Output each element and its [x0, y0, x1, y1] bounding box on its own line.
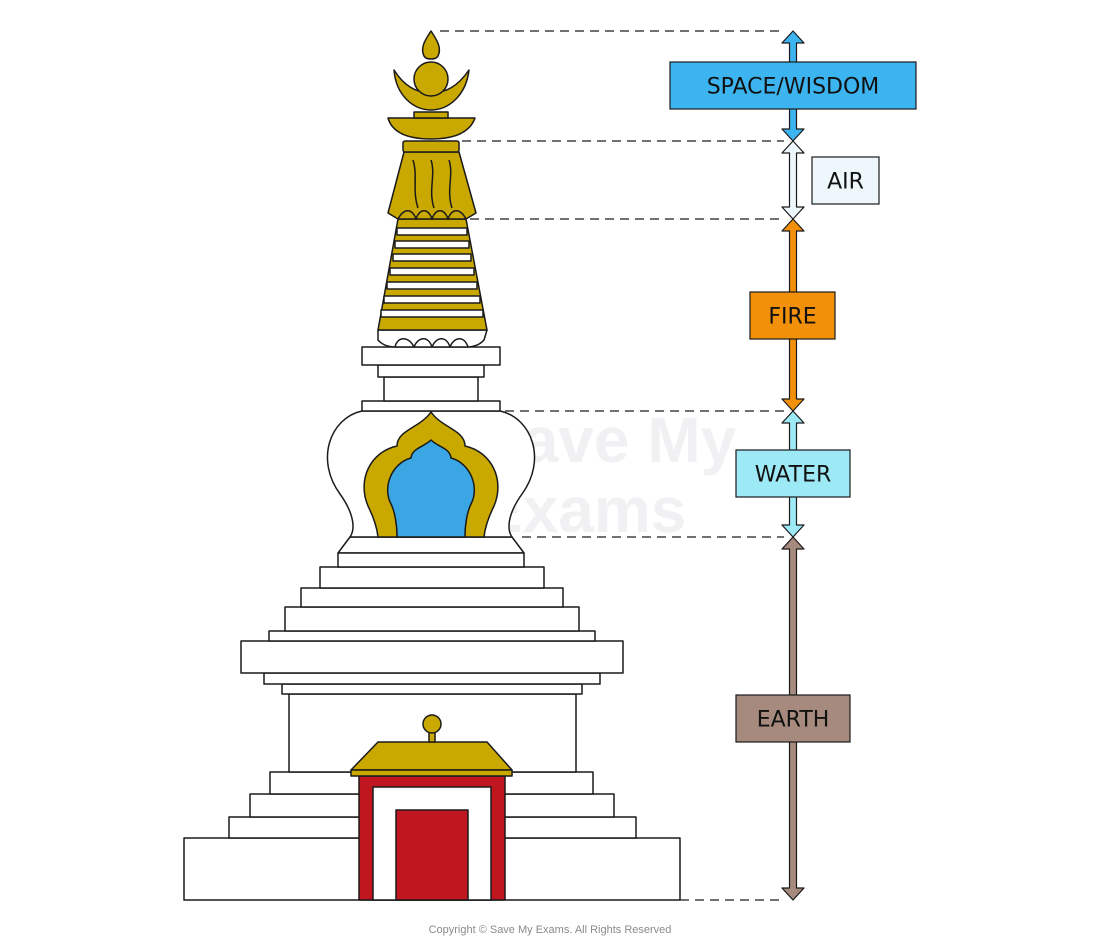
- stupa-canopy: [387, 140, 477, 220]
- stupa-spire-rings: [377, 218, 488, 331]
- stupa-door: [350, 714, 513, 901]
- water-label-box: [735, 449, 851, 498]
- stupa-dome: [326, 410, 536, 538]
- earth-label-box: [735, 694, 851, 743]
- fire-label: FIRE: [768, 305, 816, 330]
- water-label: WATER: [755, 463, 832, 488]
- element-fire: FIRE: [749, 218, 836, 412]
- stupa-lotus: [377, 329, 488, 348]
- air-label: AIR: [827, 170, 864, 195]
- element-arrows: SPACE/WISDOM AIR FIRE WATER EARTH: [669, 30, 917, 901]
- stupa-crown: [387, 30, 476, 140]
- element-water: WATER: [735, 410, 851, 538]
- air-double-arrow: [781, 140, 805, 220]
- earth-label: EARTH: [757, 708, 830, 733]
- space-label: SPACE/WISDOM: [707, 75, 880, 100]
- guide-lines: [440, 30, 784, 901]
- element-earth: EARTH: [735, 536, 851, 901]
- element-air: AIR: [781, 140, 880, 220]
- air-label-box: [811, 156, 880, 205]
- element-space: SPACE/WISDOM: [669, 30, 917, 142]
- stupa-illustration: [183, 30, 681, 901]
- fire-label-box: [749, 291, 836, 340]
- copyright-text: Copyright © Save My Exams. All Rights Re…: [429, 924, 672, 936]
- stupa-harmika: [361, 346, 501, 412]
- space-label-box: [669, 61, 917, 110]
